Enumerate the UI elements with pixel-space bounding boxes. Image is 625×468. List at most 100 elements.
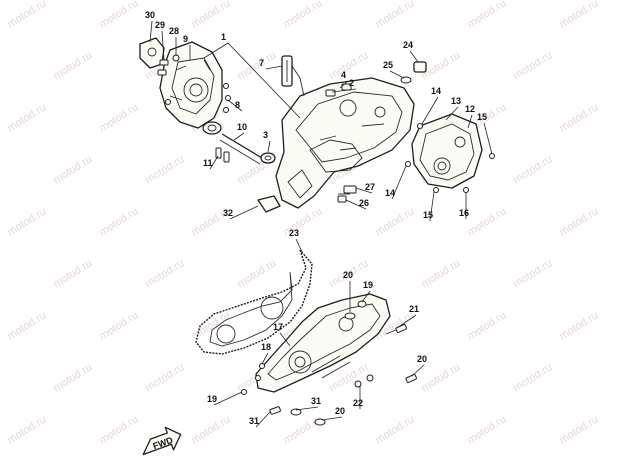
- callout-c15a: 15: [477, 112, 487, 122]
- callout-c1: 1: [221, 32, 226, 42]
- callout-c16: 16: [459, 208, 469, 218]
- callout-c20c: 20: [335, 406, 345, 416]
- dowel-pins: [157, 54, 180, 76]
- watermark-text: motod.ru: [51, 153, 94, 186]
- watermark-text: motod.ru: [557, 101, 600, 134]
- callout-c13: 13: [451, 96, 461, 106]
- watermark-text: motod.ru: [143, 153, 186, 186]
- watermark-text: motod.ru: [5, 413, 48, 446]
- watermark-text: motod.ru: [51, 49, 94, 82]
- watermark-text: motod.ru: [557, 413, 600, 446]
- watermark-text: motod.ru: [97, 205, 140, 238]
- callout-c3: 3: [263, 130, 268, 140]
- leader-line-c19b: [213, 391, 243, 406]
- watermark-text: motod.ru: [419, 257, 462, 290]
- callout-c26: 26: [359, 198, 369, 208]
- leader-line-c4: [339, 80, 349, 89]
- oil-seal-3: [260, 152, 276, 164]
- fittings-2-4: [325, 83, 352, 97]
- callout-c20a: 20: [343, 270, 353, 280]
- watermark-text: motod.ru: [557, 205, 600, 238]
- leader-line-c29: [161, 30, 165, 61]
- leader-line-c8: [227, 99, 243, 112]
- leader-line-c2: [331, 88, 357, 93]
- leader-line-c19a: [361, 290, 371, 303]
- leader-line-c13: [445, 106, 459, 121]
- leader-line-c15b: [429, 191, 435, 222]
- right-crankcase-half: [275, 65, 415, 209]
- callout-c4: 4: [341, 70, 346, 80]
- bolts-26-27: [337, 185, 357, 203]
- leader-lines: [149, 20, 493, 428]
- watermark-text: motod.ru: [5, 309, 48, 342]
- leader-line-c27: [355, 187, 373, 194]
- callout-c31a: 31: [311, 396, 321, 406]
- callout-c30: 30: [145, 10, 155, 20]
- callout-c27: 27: [365, 182, 375, 192]
- callout-c17: 17: [273, 322, 283, 332]
- callout-c19a: 19: [363, 280, 373, 290]
- plugs-19-20: [344, 300, 367, 320]
- watermark-text: motod.ru: [511, 257, 554, 290]
- bolts-31: [269, 406, 302, 416]
- leader-line-c15a: [483, 122, 493, 155]
- callout-c14b: 14: [385, 188, 395, 198]
- watermark-text: motod.ru: [465, 0, 508, 31]
- leader-line-c10: [233, 132, 245, 141]
- leader-line-c25: [389, 70, 405, 79]
- watermark-text: motod.ru: [373, 205, 416, 238]
- watermark-text: motod.ru: [557, 0, 600, 31]
- leader-line-c11: [209, 155, 219, 170]
- forward-arrow-icon: FWD: [142, 426, 182, 456]
- callout-c28: 28: [169, 26, 179, 36]
- callout-c12: 12: [465, 104, 475, 114]
- bolts-18-19-left: [241, 363, 265, 395]
- bolts-20-right: [405, 373, 417, 384]
- watermark-text: motod.ru: [511, 153, 554, 186]
- pins-11: [215, 147, 230, 163]
- watermark-text: motod.ru: [373, 413, 416, 446]
- watermark-text: motod.ru: [143, 257, 186, 290]
- watermark-text: motod.ru: [281, 205, 324, 238]
- leader-line-c12: [467, 114, 473, 129]
- leader-line-c26: [345, 199, 367, 210]
- shaft-10: [202, 121, 263, 165]
- side-cover-12-13: [411, 113, 483, 189]
- crankcase-cover-17: [255, 293, 391, 393]
- watermark-text: motod.ru: [373, 0, 416, 31]
- watermark-text: motod.ru: [143, 361, 186, 394]
- leader-line-c20b: [411, 364, 425, 377]
- left-crankcase-half: [159, 41, 223, 129]
- gasket-23: [195, 249, 313, 355]
- leader-line-c18: [261, 352, 269, 365]
- leader-line-c7: [265, 65, 283, 70]
- bolts-8: [165, 83, 231, 113]
- watermark-text: motod.ru: [51, 257, 94, 290]
- callout-c32: 32: [223, 208, 233, 218]
- callout-c11: 11: [203, 158, 213, 168]
- watermark-text: motod.ru: [465, 309, 508, 342]
- leader-line-c31a: [295, 406, 319, 411]
- watermark-text: motod.ru: [5, 101, 48, 134]
- watermark-text: motod.ru: [281, 0, 324, 31]
- leader-line-c31b: [255, 411, 271, 428]
- callout-c8: 8: [235, 100, 240, 110]
- watermark-text: motod.ru: [235, 49, 278, 82]
- bracket-32: [257, 195, 281, 213]
- watermark-text: motod.ru: [235, 257, 278, 290]
- callout-c21: 21: [409, 304, 419, 314]
- leader-line-c14a: [421, 96, 439, 125]
- leader-line-c24: [409, 50, 419, 63]
- leader-line-c30: [149, 20, 153, 43]
- bracket-7: [281, 55, 293, 87]
- watermark-text: motod.ru: [327, 361, 370, 394]
- callout-c22: 22: [353, 398, 363, 408]
- watermark-text: motod.ru: [97, 413, 140, 446]
- watermark-text: motod.ru: [189, 413, 232, 446]
- callout-c9: 9: [183, 34, 188, 44]
- leader-line-c1-b: [227, 42, 301, 119]
- watermark-text: motod.ru: [281, 413, 324, 446]
- leader-line-c23: [295, 238, 303, 253]
